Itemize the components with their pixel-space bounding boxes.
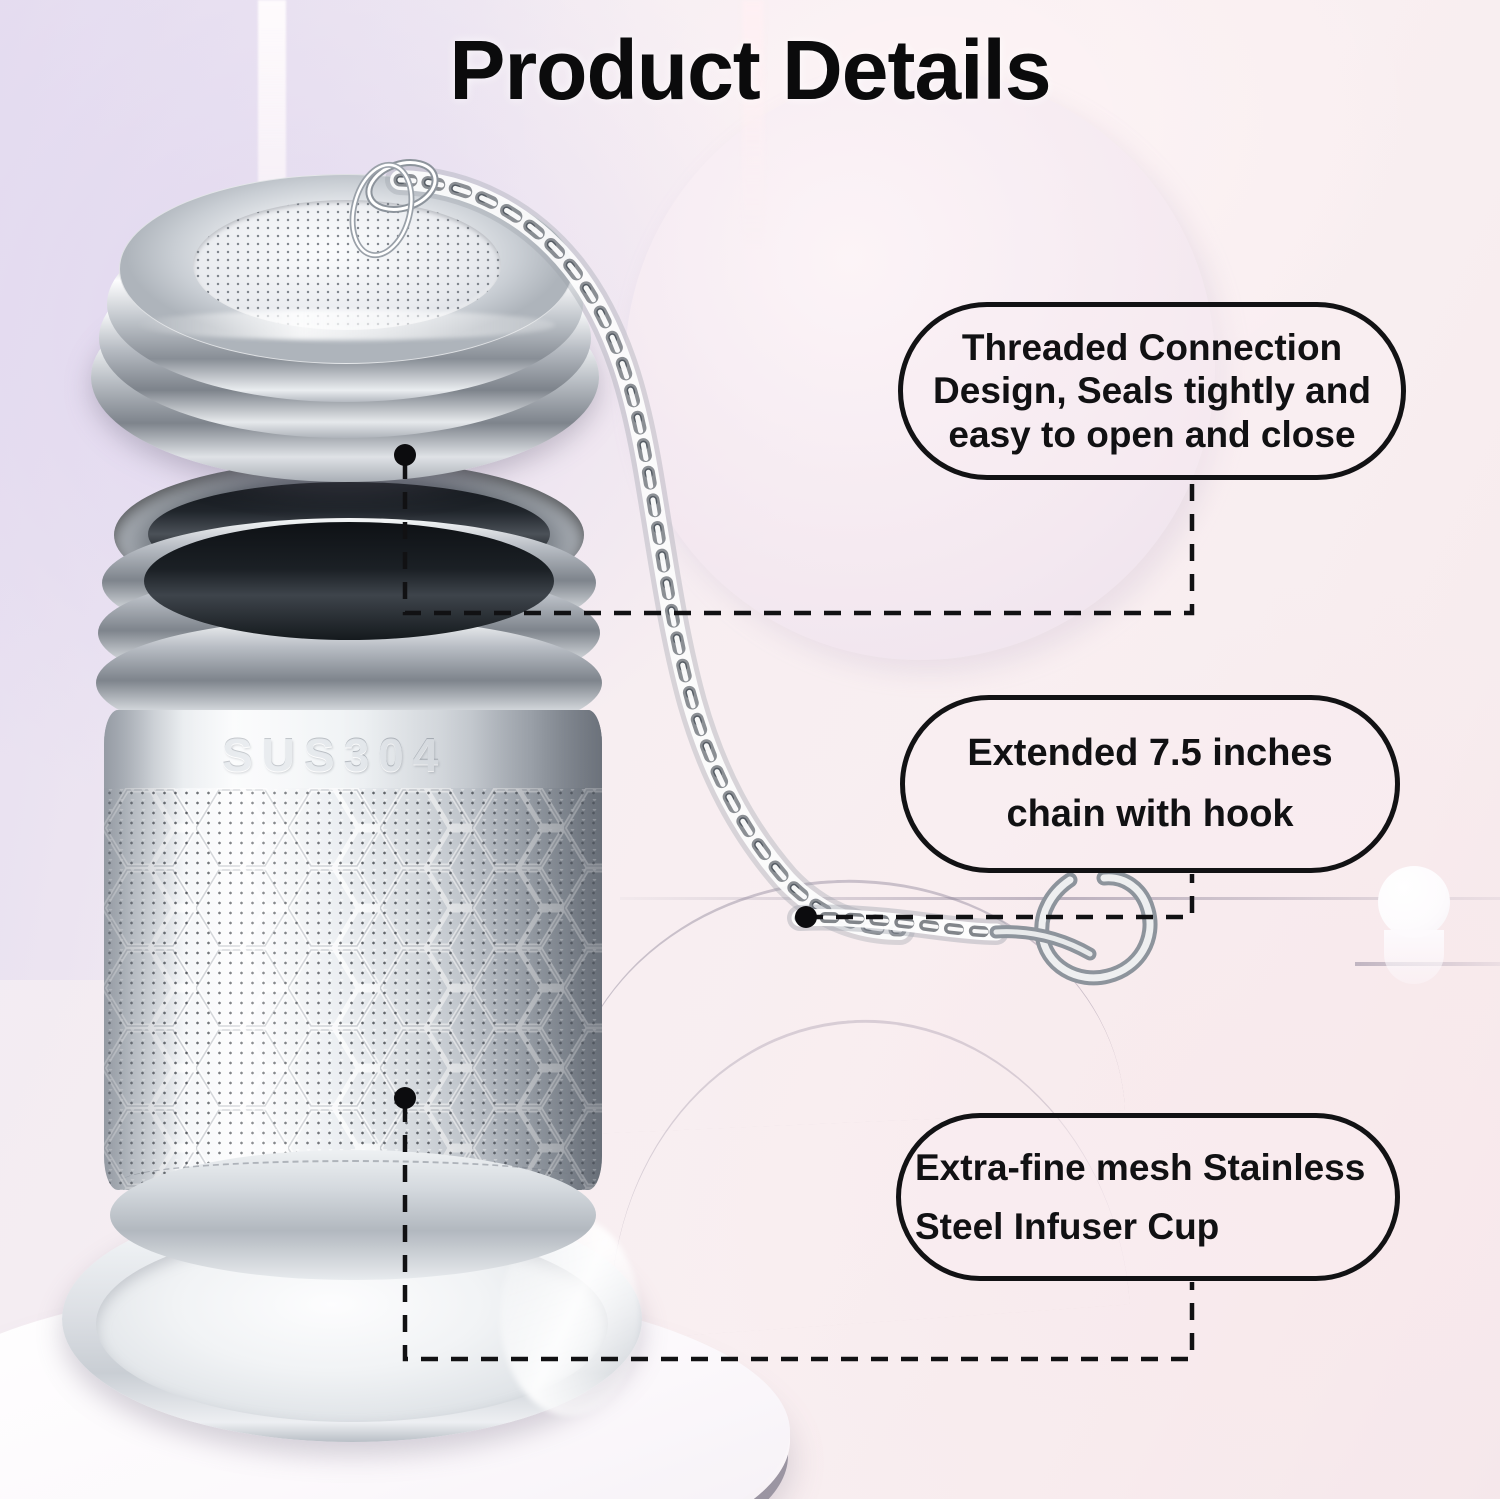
cup-emboss-band: SUS304: [104, 710, 602, 788]
infuser-lid: [85, 160, 605, 490]
material-grade-emboss: SUS304: [222, 729, 448, 781]
page-title: Product Details: [449, 23, 1051, 117]
callout-text-mesh-infuser-cup: Extra-fine mesh Stainless Steel Infuser …: [915, 1146, 1366, 1247]
infuser-cup: SUS304: [96, 460, 608, 1280]
cup-body: SUS304: [104, 710, 602, 1190]
lid-highlight: [135, 310, 555, 340]
marker-dot-mesh-body: [394, 1087, 416, 1109]
cup-bottom-seam: [122, 1160, 584, 1202]
decorative-sphere: [1378, 866, 1450, 938]
callout-chain-with-hook[interactable]: Extended 7.5 inches chain with hook: [900, 695, 1400, 873]
callout-mesh-infuser-cup[interactable]: Extra-fine mesh Stainless Steel Infuser …: [896, 1113, 1400, 1281]
callout-text-chain-with-hook: Extended 7.5 inches chain with hook: [967, 732, 1333, 835]
decorative-sphere-reflection: [1384, 930, 1444, 984]
marker-dot-chain-hook: [795, 906, 817, 928]
callout-threaded-connection[interactable]: Threaded Connection Design, Seals tightl…: [898, 302, 1406, 480]
mesh-perforation-texture: [104, 788, 602, 1190]
callout-text-threaded-connection: Threaded Connection Design, Seals tightl…: [933, 326, 1371, 455]
cup-thread-interior: [144, 522, 554, 640]
marker-dot-threaded-connection: [394, 444, 416, 466]
